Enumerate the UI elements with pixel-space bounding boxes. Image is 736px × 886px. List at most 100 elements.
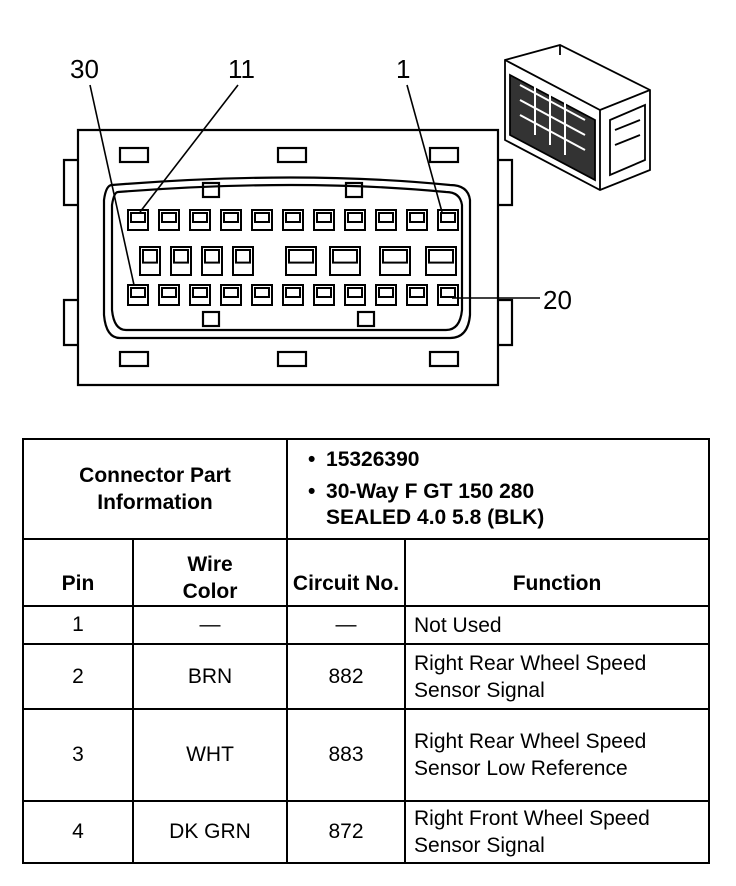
terminal-cavity <box>406 284 428 306</box>
wire-color-cell: BRN <box>131 643 289 710</box>
column-header-pin: Pin <box>22 538 134 607</box>
function-cell: Right Rear Wheel Speed Sensor Signal <box>404 643 711 710</box>
terminal-cavity <box>251 209 273 231</box>
terminal-contact <box>288 249 314 264</box>
circuit-cell: 882 <box>286 643 407 710</box>
terminal-cavity <box>220 284 242 306</box>
terminal-contact <box>440 212 456 223</box>
table-row: 1 — — Not Used <box>22 605 711 645</box>
circuit-cell: 883 <box>286 708 407 802</box>
callout-pin-30: 30 <box>70 54 99 84</box>
wire-color-cell: WHT <box>131 708 289 802</box>
connector-part-info-text: Connector Part Information <box>79 464 231 514</box>
terminal-cavity <box>127 284 149 306</box>
terminal-cavity <box>313 209 335 231</box>
terminal-contact <box>409 287 425 298</box>
column-header-wire-color: Wire Color <box>131 538 289 607</box>
terminal-cavity <box>375 284 397 306</box>
function-cell: Not Used <box>404 605 711 645</box>
terminal-cavity <box>344 284 366 306</box>
terminal-contact <box>378 212 394 223</box>
terminal-contact <box>285 287 301 298</box>
terminal-cavity <box>158 209 180 231</box>
terminal-contact <box>347 287 363 298</box>
connector-type-continued: SEALED 4.0 5.8 (BLK) <box>326 506 545 529</box>
terminal-cavity <box>282 209 304 231</box>
terminal-contact <box>254 212 270 223</box>
terminal-contact <box>285 212 301 223</box>
connector-type: 30-Way F GT 150 280 <box>308 479 708 505</box>
terminal-cavity <box>220 209 242 231</box>
connector-inner-shell <box>102 176 472 340</box>
table-row: 2 BRN 882 Right Rear Wheel Speed Sensor … <box>22 643 711 710</box>
terminal-cavity <box>232 246 254 276</box>
terminal-contact <box>254 287 270 298</box>
terminal-cavity <box>127 209 149 231</box>
terminal-cavity <box>201 246 223 276</box>
terminal-cavity <box>379 246 411 276</box>
terminal-cavity <box>375 209 397 231</box>
terminal-contact <box>332 249 358 264</box>
pin-cell: 4 <box>22 800 134 864</box>
terminal-contact <box>161 212 177 223</box>
terminal-cavity <box>285 246 317 276</box>
terminal-cavity <box>406 209 428 231</box>
connector-perspective-view <box>504 44 651 191</box>
terminal-contact <box>130 287 146 298</box>
terminal-contact <box>192 212 208 223</box>
terminal-contact <box>142 249 158 264</box>
callout-pin-20: 20 <box>543 285 572 315</box>
pin-cell: 2 <box>22 643 134 710</box>
terminal-cavity <box>251 284 273 306</box>
terminal-contact <box>223 287 239 298</box>
terminal-cavity <box>329 246 361 276</box>
terminal-contact <box>378 287 394 298</box>
terminal-contact <box>347 212 363 223</box>
leader-pin-1 <box>406 84 443 213</box>
terminal-contact <box>161 287 177 298</box>
column-header-function: Function <box>404 538 711 607</box>
terminal-cavity <box>158 284 180 306</box>
terminal-contact <box>316 212 332 223</box>
wire-color-cell: — <box>131 605 289 645</box>
terminal-contact <box>223 212 239 223</box>
terminal-cavity <box>437 284 459 306</box>
function-cell: Right Rear Wheel Speed Sensor Low Refere… <box>404 708 711 802</box>
terminal-contact <box>204 249 220 264</box>
table-row: 4 DK GRN 872 Right Front Wheel Speed Sen… <box>22 800 711 864</box>
terminal-contact <box>382 249 408 264</box>
connector-part-info-values: 15326390 30-Way F GT 150 280 SEALED 4.0 … <box>286 438 711 540</box>
terminal-contact <box>428 249 454 264</box>
terminal-cavity <box>313 284 335 306</box>
terminal-cavity <box>437 209 459 231</box>
terminal-contact <box>235 249 251 264</box>
leader-pin-11 <box>139 84 239 213</box>
terminal-cavity <box>189 209 211 231</box>
connector-diagram <box>62 44 651 387</box>
terminal-cavity <box>344 209 366 231</box>
callout-pin-11: 11 <box>228 54 255 84</box>
connector-info-table: Connector Part Information 15326390 30-W… <box>21 438 711 864</box>
circuit-cell: — <box>286 605 407 645</box>
callout-pin-1: 1 <box>396 54 411 84</box>
terminal-cavity <box>425 246 457 276</box>
terminal-contact <box>409 212 425 223</box>
terminal-contact <box>192 287 208 298</box>
table-row: 3 WHT 883 Right Rear Wheel Speed Sensor … <box>22 708 711 802</box>
terminal-cavity <box>282 284 304 306</box>
terminal-cavities <box>127 209 459 306</box>
terminal-cavity <box>189 284 211 306</box>
leader-pin-30 <box>89 84 135 286</box>
function-cell: Right Front Wheel Speed Sensor Signal <box>404 800 711 864</box>
terminal-cavity <box>170 246 192 276</box>
terminal-contact <box>440 287 456 298</box>
terminal-contact <box>130 212 146 223</box>
pin-cell: 3 <box>22 708 134 802</box>
terminal-cavity <box>139 246 161 276</box>
pin-cell: 1 <box>22 605 134 645</box>
wire-color-cell: DK GRN <box>131 800 289 864</box>
terminal-contact <box>173 249 189 264</box>
connector-part-info-label: Connector Part Information <box>21 438 289 540</box>
terminal-contact <box>316 287 332 298</box>
part-number: 15326390 <box>308 447 708 473</box>
